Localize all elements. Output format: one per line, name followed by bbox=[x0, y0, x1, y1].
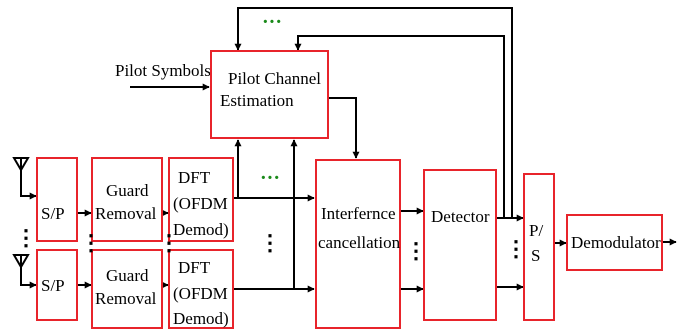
sp-top-label: S/P bbox=[41, 204, 65, 223]
detector-label: Detector bbox=[431, 207, 490, 226]
ps-block: P/ S bbox=[523, 173, 555, 321]
sp-bottom-label: S/P bbox=[41, 276, 65, 295]
guard-bottom-label-line1: Guard bbox=[106, 266, 149, 285]
dft-block-top: DFT (OFDM Demod) bbox=[168, 157, 234, 242]
pilot-channel-estimation-block: Pilot Channel Estimation bbox=[210, 50, 329, 139]
dft-bottom-label-line1: DFT bbox=[178, 258, 211, 277]
ellipsis-feedback: ··· bbox=[262, 11, 282, 33]
ellipsis-dft-pce: ··· bbox=[260, 167, 280, 189]
ellipsis-sp-guard: ⋮ bbox=[80, 230, 102, 255]
sp-block-bottom: S/P bbox=[36, 249, 78, 321]
sp-block-top: S/P bbox=[36, 157, 78, 242]
guard-removal-block-bottom: Guard Removal bbox=[91, 249, 163, 329]
antenna-icon-bottom bbox=[12, 254, 30, 285]
guard-removal-block-top: Guard Removal bbox=[91, 157, 163, 242]
ellipsis-ic-detector: ⋮ bbox=[405, 238, 427, 263]
ellipsis-dft-ic: ⋮ bbox=[259, 230, 281, 255]
dft-top-label-line3: Demod) bbox=[173, 220, 229, 239]
ellipsis-antennas: ⋮ bbox=[15, 225, 37, 250]
demodulator-label: Demodulator bbox=[571, 233, 661, 252]
dft-top-label-line2: (OFDM bbox=[173, 194, 228, 213]
dft-bottom-label-line2: (OFDM bbox=[173, 284, 228, 303]
guard-bottom-label-line2: Removal bbox=[95, 289, 157, 308]
interference-cancellation-label-line1: Interfernce bbox=[321, 204, 396, 223]
interference-cancellation-block: Interfernce cancellation bbox=[315, 159, 401, 329]
dft-bottom-label-line3: Demod) bbox=[173, 309, 229, 328]
antenna-icon-top bbox=[12, 157, 30, 196]
ps-label-line1: P/ bbox=[529, 221, 543, 240]
pilot-channel-estimation-label-line2: Estimation bbox=[220, 91, 294, 110]
dft-top-label-line1: DFT bbox=[178, 168, 211, 187]
detector-block: Detector bbox=[423, 169, 497, 321]
pilot-channel-estimation-label-line1: Pilot Channel bbox=[228, 69, 321, 88]
dft-block-bottom: DFT (OFDM Demod) bbox=[168, 249, 234, 329]
guard-top-label-line2: Removal bbox=[95, 204, 157, 223]
ellipsis-detector-ps: ⋮ bbox=[505, 236, 527, 261]
interference-cancellation-label-line2: cancellation bbox=[318, 233, 401, 252]
guard-top-label-line1: Guard bbox=[106, 181, 149, 200]
ps-label-line2: S bbox=[531, 246, 540, 265]
signal-wires bbox=[20, 7, 677, 293]
ellipsis-guard-dft: ⋮ bbox=[158, 230, 180, 255]
demodulator-block: Demodulator bbox=[566, 214, 663, 271]
pilot-symbols-label: Pilot Symbols bbox=[115, 61, 211, 80]
